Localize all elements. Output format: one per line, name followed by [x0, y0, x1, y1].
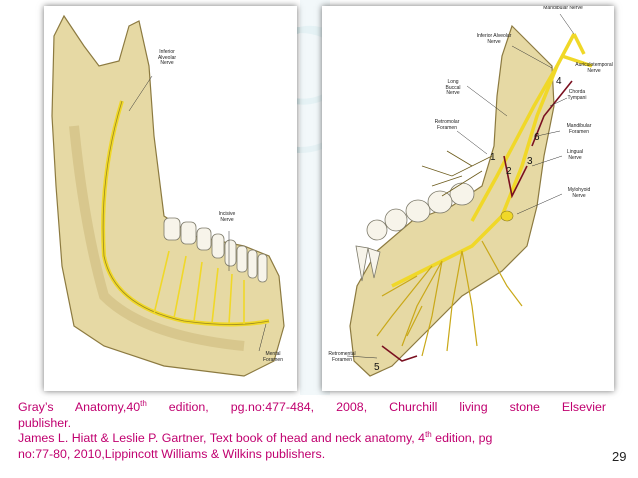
citation-grays-line-2: publisher. [18, 415, 72, 430]
citation-hiatt-title: James L. Hiatt & Leslie P. Gartner, Text… [18, 431, 426, 445]
label-inferior-alveolar-nerve: Inferior Alveolar Nerve [157, 49, 177, 66]
page-number: 29 [612, 449, 627, 464]
label-inferior-alveolar-nerve-right: Inferior Alveolar Nerve [476, 33, 512, 45]
citation-grays-superscript: th [140, 398, 147, 408]
label-mandibular-nerve: Mandibular Nerve [543, 6, 583, 11]
citation-hiatt-line-2: no:77-80, 2010,Lippincott Williams & Wil… [18, 446, 326, 461]
right-mandible-figure: Mandibular Nerve Inferior Alveolar Nerve… [322, 6, 614, 391]
label-mental-foramen: Mental Foramen [262, 351, 283, 363]
left-mandible-figure: Inferior Alveolar Nerve Incisive Nerve M… [44, 6, 297, 391]
right-mandible-illustration [346, 13, 593, 377]
label-mandibular-foramen: Mandibular Foramen [566, 123, 592, 135]
label-long-buccal-nerve: Long Buccal Nerve [445, 79, 461, 96]
label-lingual-nerve: Lingual Nerve [566, 149, 584, 161]
figure-number-2: 2 [506, 166, 512, 177]
figure-number-5: 5 [374, 362, 380, 373]
label-retromolar-foramen: Retromolar Foramen [434, 119, 460, 131]
citation-grays-details: edition, pg.no:477-484, 2008, Churchill … [146, 400, 606, 414]
left-mandible-illustration [51, 14, 285, 377]
figure-number-1: 1 [490, 152, 496, 163]
citation-hiatt-details: edition, pg [431, 431, 493, 445]
figure-number-3: 3 [527, 156, 533, 167]
citation-hiatt-line-1: James L. Hiatt & Leslie P. Gartner, Text… [18, 429, 606, 447]
citation-grays-line-1: Gray’s Anatomy,40th edition, pg.no:477-4… [18, 398, 606, 416]
figure-number-6: 6 [534, 132, 540, 143]
label-chorda-tympani: Chorda Tympani [567, 89, 587, 101]
label-auriculotemporal-nerve: Auriculotemporal Nerve [575, 62, 613, 74]
figure-number-4: 4 [556, 76, 562, 87]
label-mylohyoid-nerve: Mylohyoid Nerve [567, 187, 591, 199]
reference-citations: Gray’s Anatomy,40th edition, pg.no:477-4… [18, 398, 606, 462]
label-retromental-foramen: Retromental Foramen [328, 351, 356, 363]
citation-grays-title: Gray’s Anatomy,40 [18, 400, 141, 414]
label-incisive-nerve: Incisive Nerve [218, 211, 236, 223]
citation-hiatt-superscript: th [425, 429, 432, 439]
